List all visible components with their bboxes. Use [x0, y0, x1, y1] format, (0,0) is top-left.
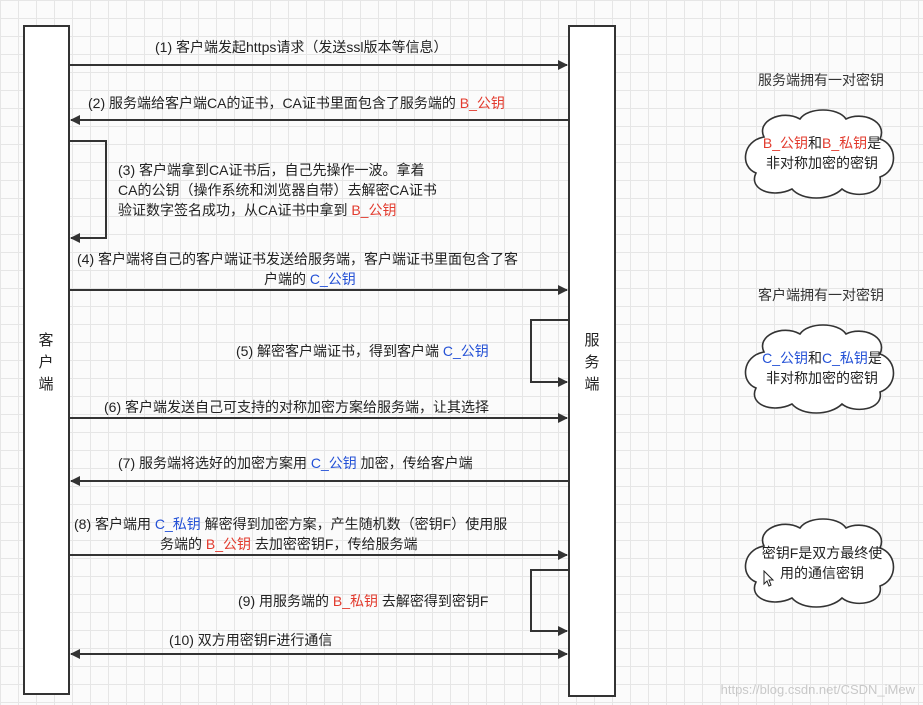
arrow-5-self	[530, 319, 568, 387]
message-7: (7) 服务端将选好的加密方案用 C_公钥 加密，传给客户端	[118, 455, 473, 471]
message-1: (1) 客户端发起https请求（发送ssl版本等信息）	[155, 39, 448, 55]
client-keys-title: 客户端拥有一对密钥	[758, 287, 884, 303]
message-2: (2) 服务端给客户端CA的证书，CA证书里面包含了服务端的 B_公钥	[88, 95, 505, 111]
mouse-cursor-icon	[763, 570, 775, 587]
message-6: (6) 客户端发送自己可支持的对称加密方案给服务端，让其选择	[104, 399, 489, 415]
message-5: (5) 解密客户端证书，得到客户端 C_公钥	[236, 343, 489, 359]
cloud-note-server-keys-text: B_公钥和B_私钥是 非对称加密的密钥	[762, 135, 882, 171]
message-9: (9) 用服务端的 B_私钥 去解密得到密钥F	[238, 593, 489, 609]
client-lifeline	[23, 25, 70, 695]
message-3-line2: CA的公钥（操作系统和浏览器自带）去解密CA证书	[118, 182, 437, 198]
message-3: (3) 客户端拿到CA证书后，自己先操作一波。拿着	[118, 162, 425, 178]
message-4-line2: 户端的 C_公钥	[264, 271, 356, 287]
arrow-3-self	[70, 140, 107, 243]
message-4: (4) 客户端将自己的客户端证书发送给服务端，客户端证书里面包含了客	[77, 251, 518, 267]
watermark: https://blog.csdn.net/CSDN_iMew	[720, 682, 915, 697]
arrow-9-self	[530, 569, 568, 636]
cloud-note-client-keys	[744, 324, 895, 414]
message-3-line3: 验证数字签名成功，从CA证书中拿到 B_公钥	[118, 202, 397, 218]
server-lifeline	[568, 25, 616, 697]
cloud-note-session-key	[744, 518, 895, 608]
message-8-line2: 务端的 B_公钥 去加密密钥F，传给服务端	[160, 536, 418, 552]
cloud-note-client-keys-text: C_公钥和C_私钥是 非对称加密的密钥	[762, 350, 882, 386]
cloud-note-server-keys	[744, 109, 895, 199]
message-8: (8) 客户端用 C_私钥 解密得到加密方案，产生随机数（密钥F）使用服	[74, 516, 508, 532]
cloud-note-session-key-text: 密钥F是双方最终使 用的通信密钥	[761, 545, 883, 581]
client-label: 客户端	[38, 332, 54, 393]
message-10: (10) 双方用密钥F进行通信	[169, 632, 333, 648]
server-label: 服务端	[584, 332, 600, 393]
server-keys-title: 服务端拥有一对密钥	[758, 72, 884, 88]
